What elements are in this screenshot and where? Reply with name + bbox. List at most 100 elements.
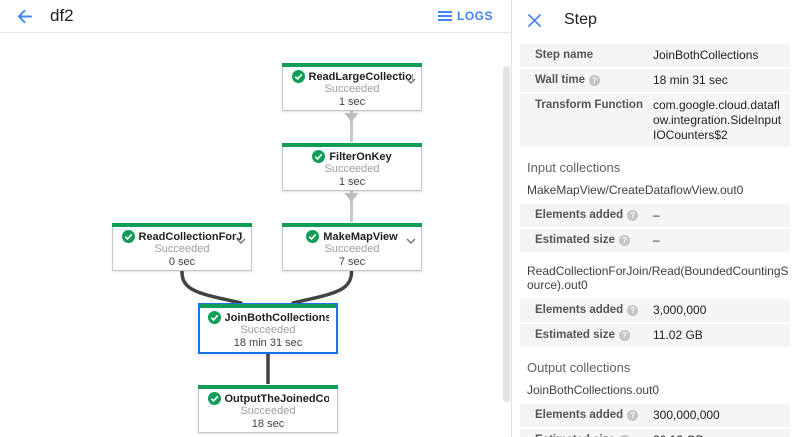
node-title: ReadLargeCollectionFr... — [308, 70, 413, 83]
node-status: Succeeded — [240, 324, 296, 336]
node-status: Succeeded — [324, 163, 380, 175]
check-circle-icon — [291, 70, 305, 83]
graph-edges — [180, 111, 359, 384]
node-status: Succeeded — [324, 243, 380, 255]
input-collections-heading: Input collections — [527, 160, 621, 175]
graph-node-readcollectionforjoin[interactable]: ReadCollectionForJoin Succeeded 0 sec — [112, 223, 252, 271]
panel-title: Step — [564, 11, 597, 28]
metric-row-elements-added: Elements added? 300,000,000 — [520, 404, 790, 427]
metric-row-estimated-size: Estimated size? 11.02 GB — [520, 324, 790, 347]
graph-node-filteronkey[interactable]: FilterOnKey Succeeded 1 sec — [282, 143, 422, 191]
node-title: MakeMapView — [323, 230, 398, 243]
check-circle-icon — [306, 230, 320, 243]
step-details-panel: Step Step name JoinBothCollections Wall … — [511, 0, 800, 437]
edge-arrowhead — [344, 113, 359, 122]
check-circle-icon — [207, 392, 221, 405]
input-collection-group: MakeMapView/CreateDataflowView.out0 Elem… — [520, 183, 790, 252]
output-collection-group: JoinBothCollections.out0 Elements added?… — [520, 383, 790, 437]
job-title: df2 — [50, 6, 74, 25]
node-time: 18 sec — [251, 418, 285, 430]
chevron-down-icon[interactable] — [236, 231, 246, 249]
node-status: Succeeded — [154, 243, 210, 255]
metric-label: Elements added? — [535, 303, 653, 318]
check-circle-icon — [207, 311, 221, 324]
logs-icon — [437, 11, 452, 21]
edge-arrowhead — [344, 193, 359, 202]
detail-row-transform-function: Transform Function com.google.cloud.data… — [520, 94, 790, 147]
close-button[interactable] — [526, 12, 542, 28]
chevron-down-icon[interactable] — [406, 71, 416, 89]
node-time: 0 sec — [168, 256, 196, 268]
back-button[interactable] — [12, 4, 36, 28]
back-arrow-icon — [17, 9, 32, 23]
help-icon[interactable]: ? — [627, 410, 639, 421]
node-title: ReadCollectionForJoin — [138, 230, 243, 243]
metric-label: Elements added? — [535, 208, 653, 223]
node-title-row: MakeMapView — [283, 227, 421, 245]
metric-label: Estimated size? — [535, 233, 653, 248]
job-graph-panel: df2 LOGS — [0, 0, 511, 437]
metric-value: – — [653, 233, 660, 247]
edge-makemap-to-join — [291, 270, 354, 305]
detail-label: Transform Function — [535, 99, 643, 111]
output-collections-heading: Output collections — [527, 360, 631, 375]
metric-label: Estimated size? — [535, 328, 653, 343]
graph-node-readlargecollection[interactable]: ReadLargeCollectionFr... Succeeded 1 sec — [282, 63, 422, 111]
graph-node-joinbothcollections[interactable]: JoinBothCollections Succeeded 18 min 31 … — [198, 303, 338, 354]
metric-label: Elements added? — [535, 408, 653, 423]
graph-node-makemapview[interactable]: MakeMapView Succeeded 7 sec — [282, 223, 422, 271]
node-status-bar — [282, 143, 422, 147]
node-title-row: FilterOnKey — [283, 147, 421, 163]
input-collection-group: ReadCollectionForJoin/Read(BoundedCounti… — [520, 264, 790, 347]
close-icon — [527, 13, 541, 27]
step-panel-header: Step — [512, 0, 800, 40]
check-circle-icon — [312, 150, 326, 163]
node-title-row: ReadLargeCollectionFr... — [283, 67, 421, 85]
detail-label: Wall time? — [535, 73, 653, 88]
collection-name: JoinBothCollections.out0 — [527, 383, 660, 397]
graph-canvas[interactable]: ReadLargeCollectionFr... Succeeded 1 sec… — [0, 34, 511, 437]
node-status: Succeeded — [324, 83, 380, 95]
detail-row-step-name: Step name JoinBothCollections — [520, 44, 790, 67]
graph-node-outputthejoined[interactable]: OutputTheJoinedCollec... Succeeded 18 se… — [198, 385, 338, 433]
node-status: Succeeded — [240, 405, 296, 417]
metric-value: 11.02 GB — [653, 328, 703, 342]
vertical-scrollbar[interactable] — [503, 66, 510, 402]
node-title-row: ReadCollectionForJoin — [113, 227, 251, 245]
detail-value: com.google.cloud.dataflow.integration.Si… — [653, 98, 782, 142]
node-time: 1 sec — [338, 96, 366, 108]
help-icon[interactable]: ? — [589, 75, 601, 86]
detail-value: 18 min 31 sec — [653, 73, 728, 87]
node-status-bar — [198, 385, 338, 389]
metric-label: Estimated size? — [535, 433, 653, 437]
node-status-bar — [200, 304, 336, 308]
metric-value: 300,000,000 — [653, 408, 720, 422]
node-time: 18 min 31 sec — [233, 337, 303, 349]
check-circle-icon — [121, 230, 135, 243]
help-icon[interactable]: ? — [618, 235, 630, 246]
metric-value: 3,000,000 — [653, 303, 707, 317]
node-title: OutputTheJoinedCollec... — [224, 392, 329, 405]
metric-row-estimated-size: Estimated size? – — [520, 229, 790, 252]
node-title-row: JoinBothCollections — [200, 308, 336, 324]
logs-button[interactable]: LOGS — [432, 5, 499, 27]
chevron-down-icon[interactable] — [406, 231, 416, 249]
node-status-bar — [112, 223, 252, 227]
node-title-row: OutputTheJoinedCollec... — [199, 389, 337, 405]
node-time: 1 sec — [338, 176, 366, 188]
job-toolbar: df2 LOGS — [0, 0, 511, 33]
metric-row-elements-added: Elements added? – — [520, 204, 790, 227]
metric-value: – — [653, 208, 660, 222]
detail-label: Step name — [535, 49, 594, 61]
detail-value: JoinBothCollections — [653, 48, 759, 62]
node-status-bar — [282, 63, 422, 67]
help-icon[interactable]: ? — [618, 330, 630, 341]
metric-row-elements-added: Elements added? 3,000,000 — [520, 299, 790, 322]
logs-button-label: LOGS — [456, 9, 493, 23]
help-icon[interactable]: ? — [627, 210, 639, 221]
node-time: 7 sec — [338, 256, 366, 268]
metric-row-estimated-size: Estimated size? 20.12 GB — [520, 429, 790, 437]
help-icon[interactable]: ? — [627, 305, 639, 316]
metric-value: 20.12 GB — [653, 433, 784, 437]
